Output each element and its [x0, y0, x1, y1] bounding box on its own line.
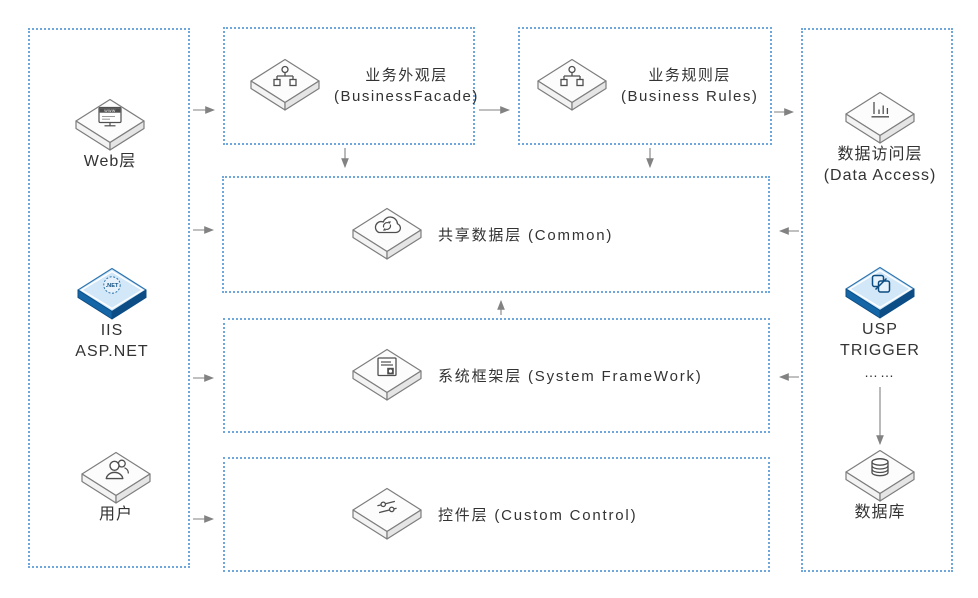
node-web-layer: WWW Web层: [35, 98, 185, 172]
rules-title-en: (Business Rules): [621, 88, 759, 105]
layer-box-common: 共享数据层 (Common): [222, 176, 770, 293]
web-layer-label: Web层: [83, 153, 137, 170]
layer-box-system-framework: 系统框架层 (System FrameWork): [223, 318, 770, 433]
left-column-container: [28, 28, 190, 568]
framework-title: 系统框架层 (System FrameWork): [438, 368, 703, 385]
right-column-container: [801, 28, 953, 572]
form-document-icon: [352, 348, 422, 401]
usp-label-ellipsis: ……: [864, 364, 896, 380]
control-title: 控件层 (Custom Control): [438, 507, 638, 524]
iis-label-line1: IIS: [100, 322, 124, 339]
data-access-label-en: (Data Access): [823, 167, 937, 184]
facade-title-cn: 业务外观层: [365, 67, 448, 84]
node-iis-aspnet: .NET IIS ASP.NET: [37, 267, 187, 362]
pages-icon: [845, 266, 915, 319]
svg-text:.NET: .NET: [106, 283, 119, 289]
node-user: 用户: [41, 451, 191, 525]
usp-label-line1: USP: [862, 321, 898, 338]
node-database: 数据库: [805, 449, 955, 523]
user-icon: [81, 451, 151, 504]
sitemap-icon: [537, 58, 607, 111]
cloud-sync-icon: [352, 207, 422, 260]
sliders-icon: [352, 487, 422, 540]
common-title: 共享数据层 (Common): [438, 227, 614, 244]
database-label: 数据库: [854, 504, 906, 521]
user-label: 用户: [98, 506, 133, 523]
usp-label-line2: TRIGGER: [840, 342, 920, 359]
node-usp-trigger: USP TRIGGER ……: [805, 266, 955, 380]
sitemap-icon: [250, 58, 320, 111]
dotnet-globe-icon: .NET: [77, 267, 147, 320]
layer-box-custom-control: 控件层 (Custom Control): [223, 457, 770, 572]
layer-box-business-facade: 业务外观层 (BusinessFacade): [223, 27, 477, 145]
svg-text:WWW: WWW: [104, 109, 116, 113]
web-layer-icon: WWW: [75, 98, 145, 151]
rules-title-cn: 业务规则层: [648, 67, 731, 84]
database-icon: [845, 449, 915, 502]
layer-box-business-rules: 业务规则层 (Business Rules): [518, 27, 772, 145]
facade-title-en: (BusinessFacade): [334, 88, 479, 105]
iis-label-line2: ASP.NET: [75, 343, 149, 360]
bar-chart-icon: [845, 91, 915, 144]
node-data-access: 数据访问层 (Data Access): [805, 91, 955, 186]
data-access-label-cn: 数据访问层: [837, 146, 923, 163]
